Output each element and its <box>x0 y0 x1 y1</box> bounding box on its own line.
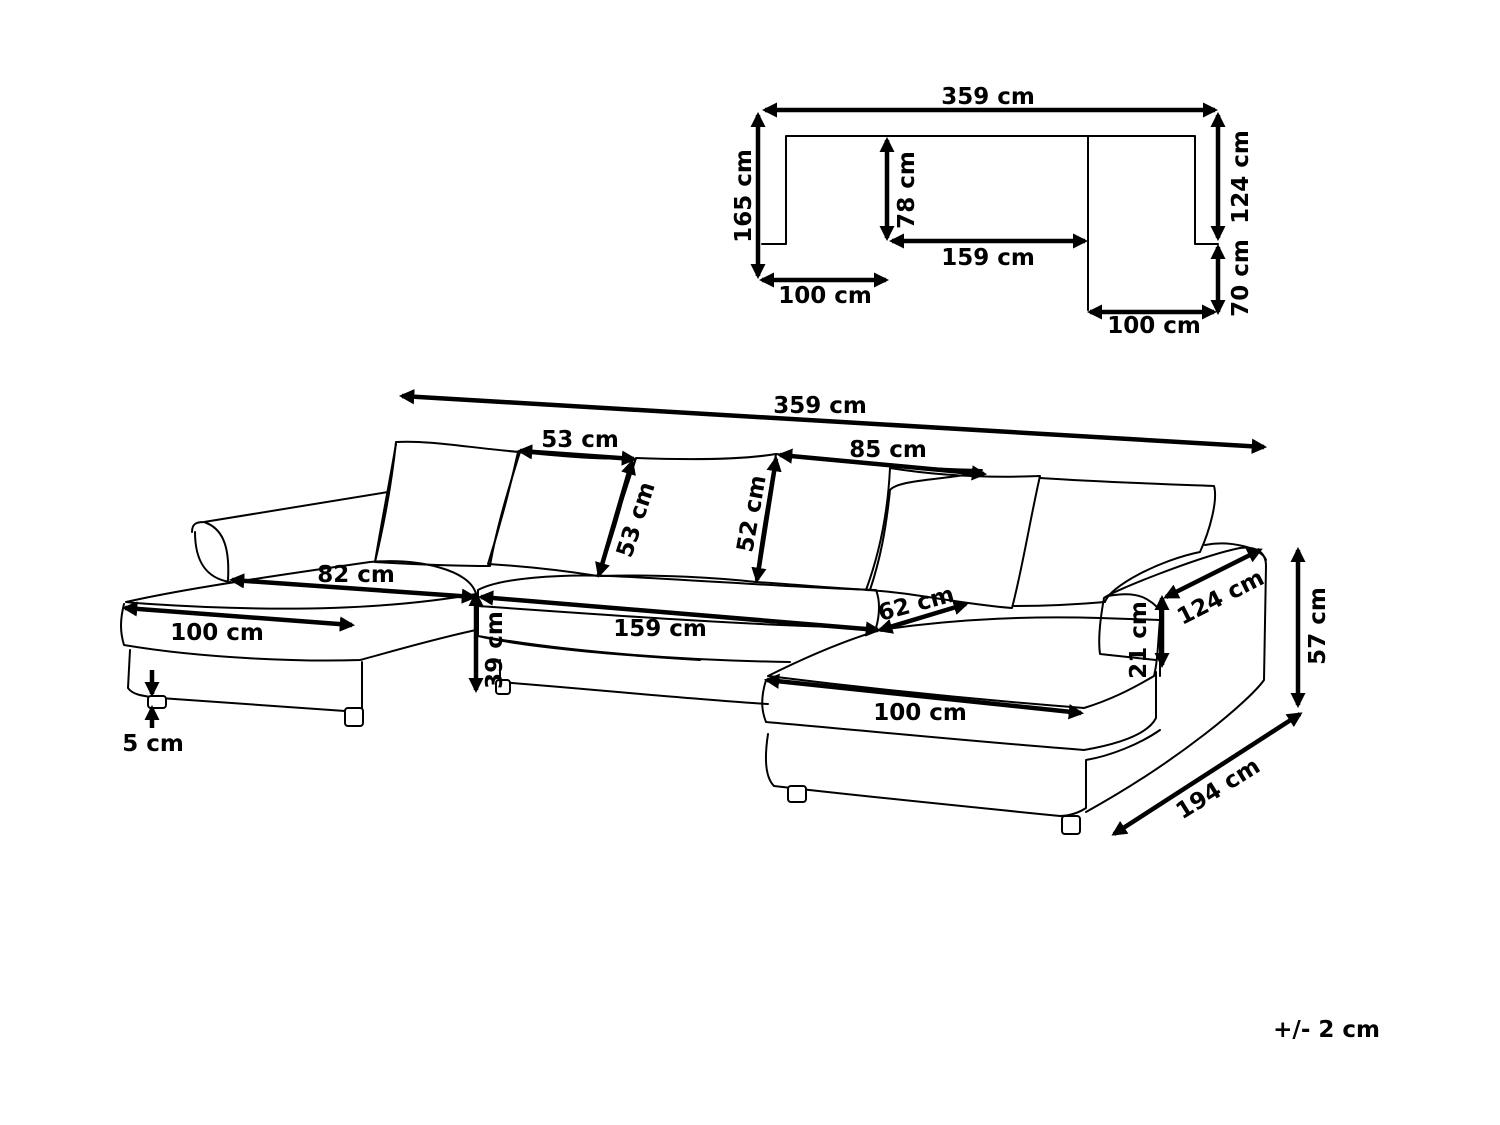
label-top-back-depth: 78 cm <box>894 151 920 229</box>
leg-middle <box>495 679 511 695</box>
dim-chaise-left-width <box>121 601 356 632</box>
dim-persp-width <box>398 389 1268 454</box>
leg-right-front <box>787 785 807 803</box>
label-middle-width: 159 cm <box>613 616 707 642</box>
dim-chaise-right-width <box>763 673 1085 720</box>
throw-pillow-left <box>487 451 633 577</box>
backrest-frame <box>374 443 1267 563</box>
label-top-chaise-right: 100 cm <box>1107 313 1201 339</box>
dim-middle-width <box>477 590 882 637</box>
left-chaise-cushion-front <box>120 593 477 662</box>
label-leg-height: 5 cm <box>122 731 184 757</box>
top-view-outline <box>761 135 1219 311</box>
label-pillow-height: 53 cm <box>612 479 661 561</box>
dim-back-cushion-width <box>776 448 988 481</box>
dim-arm-depth <box>1163 547 1263 600</box>
right-chaise-base <box>765 729 1161 817</box>
throw-pillow-right <box>865 467 1041 609</box>
dim-pillow-height <box>595 459 636 578</box>
label-chaise-right-width: 100 cm <box>873 700 967 726</box>
dim-pillow-width <box>516 444 638 466</box>
middle-base <box>499 659 769 705</box>
left-armrest <box>191 491 389 583</box>
label-top-width: 359 cm <box>941 84 1035 110</box>
label-top-depth-right-upper: 124 cm <box>1228 130 1254 224</box>
label-arm-depth: 124 cm <box>1173 565 1268 631</box>
label-chaise-left-width: 100 cm <box>170 620 264 646</box>
back-cushion-left <box>374 440 521 567</box>
label-persp-width: 359 cm <box>773 393 867 419</box>
right-chaise-cushion <box>767 616 1161 709</box>
middle-seat-front <box>477 605 791 663</box>
leg-left-front <box>147 695 167 709</box>
label-top-chaise-left: 100 cm <box>778 283 872 309</box>
label-back-cushion-width: 85 cm <box>849 437 927 463</box>
label-seat-height: 39 cm <box>482 611 508 689</box>
label-top-middle: 159 cm <box>941 245 1035 271</box>
leg-right-back <box>1061 815 1081 835</box>
tolerance-note: +/- 2 cm <box>1273 1017 1380 1043</box>
label-arm-height: 21 cm <box>1126 601 1152 679</box>
label-pillow-width: 53 cm <box>541 427 619 453</box>
label-top-depth-left: 165 cm <box>731 149 757 243</box>
dim-seat-depth <box>228 573 478 604</box>
leg-left-back <box>344 707 364 727</box>
label-top-depth-right-lower: 70 cm <box>1228 239 1254 317</box>
label-seat-depth: 82 cm <box>317 562 395 588</box>
dim-seat-depth-right <box>877 600 969 634</box>
dim-total-depth <box>1111 712 1303 836</box>
label-total-height: 57 cm <box>1305 587 1331 665</box>
top-view: 359 cm 165 cm 124 cm 70 cm 78 cm 159 cm … <box>731 84 1254 339</box>
left-chaise-base <box>127 649 363 712</box>
dim-back-cushion-height <box>751 455 782 584</box>
